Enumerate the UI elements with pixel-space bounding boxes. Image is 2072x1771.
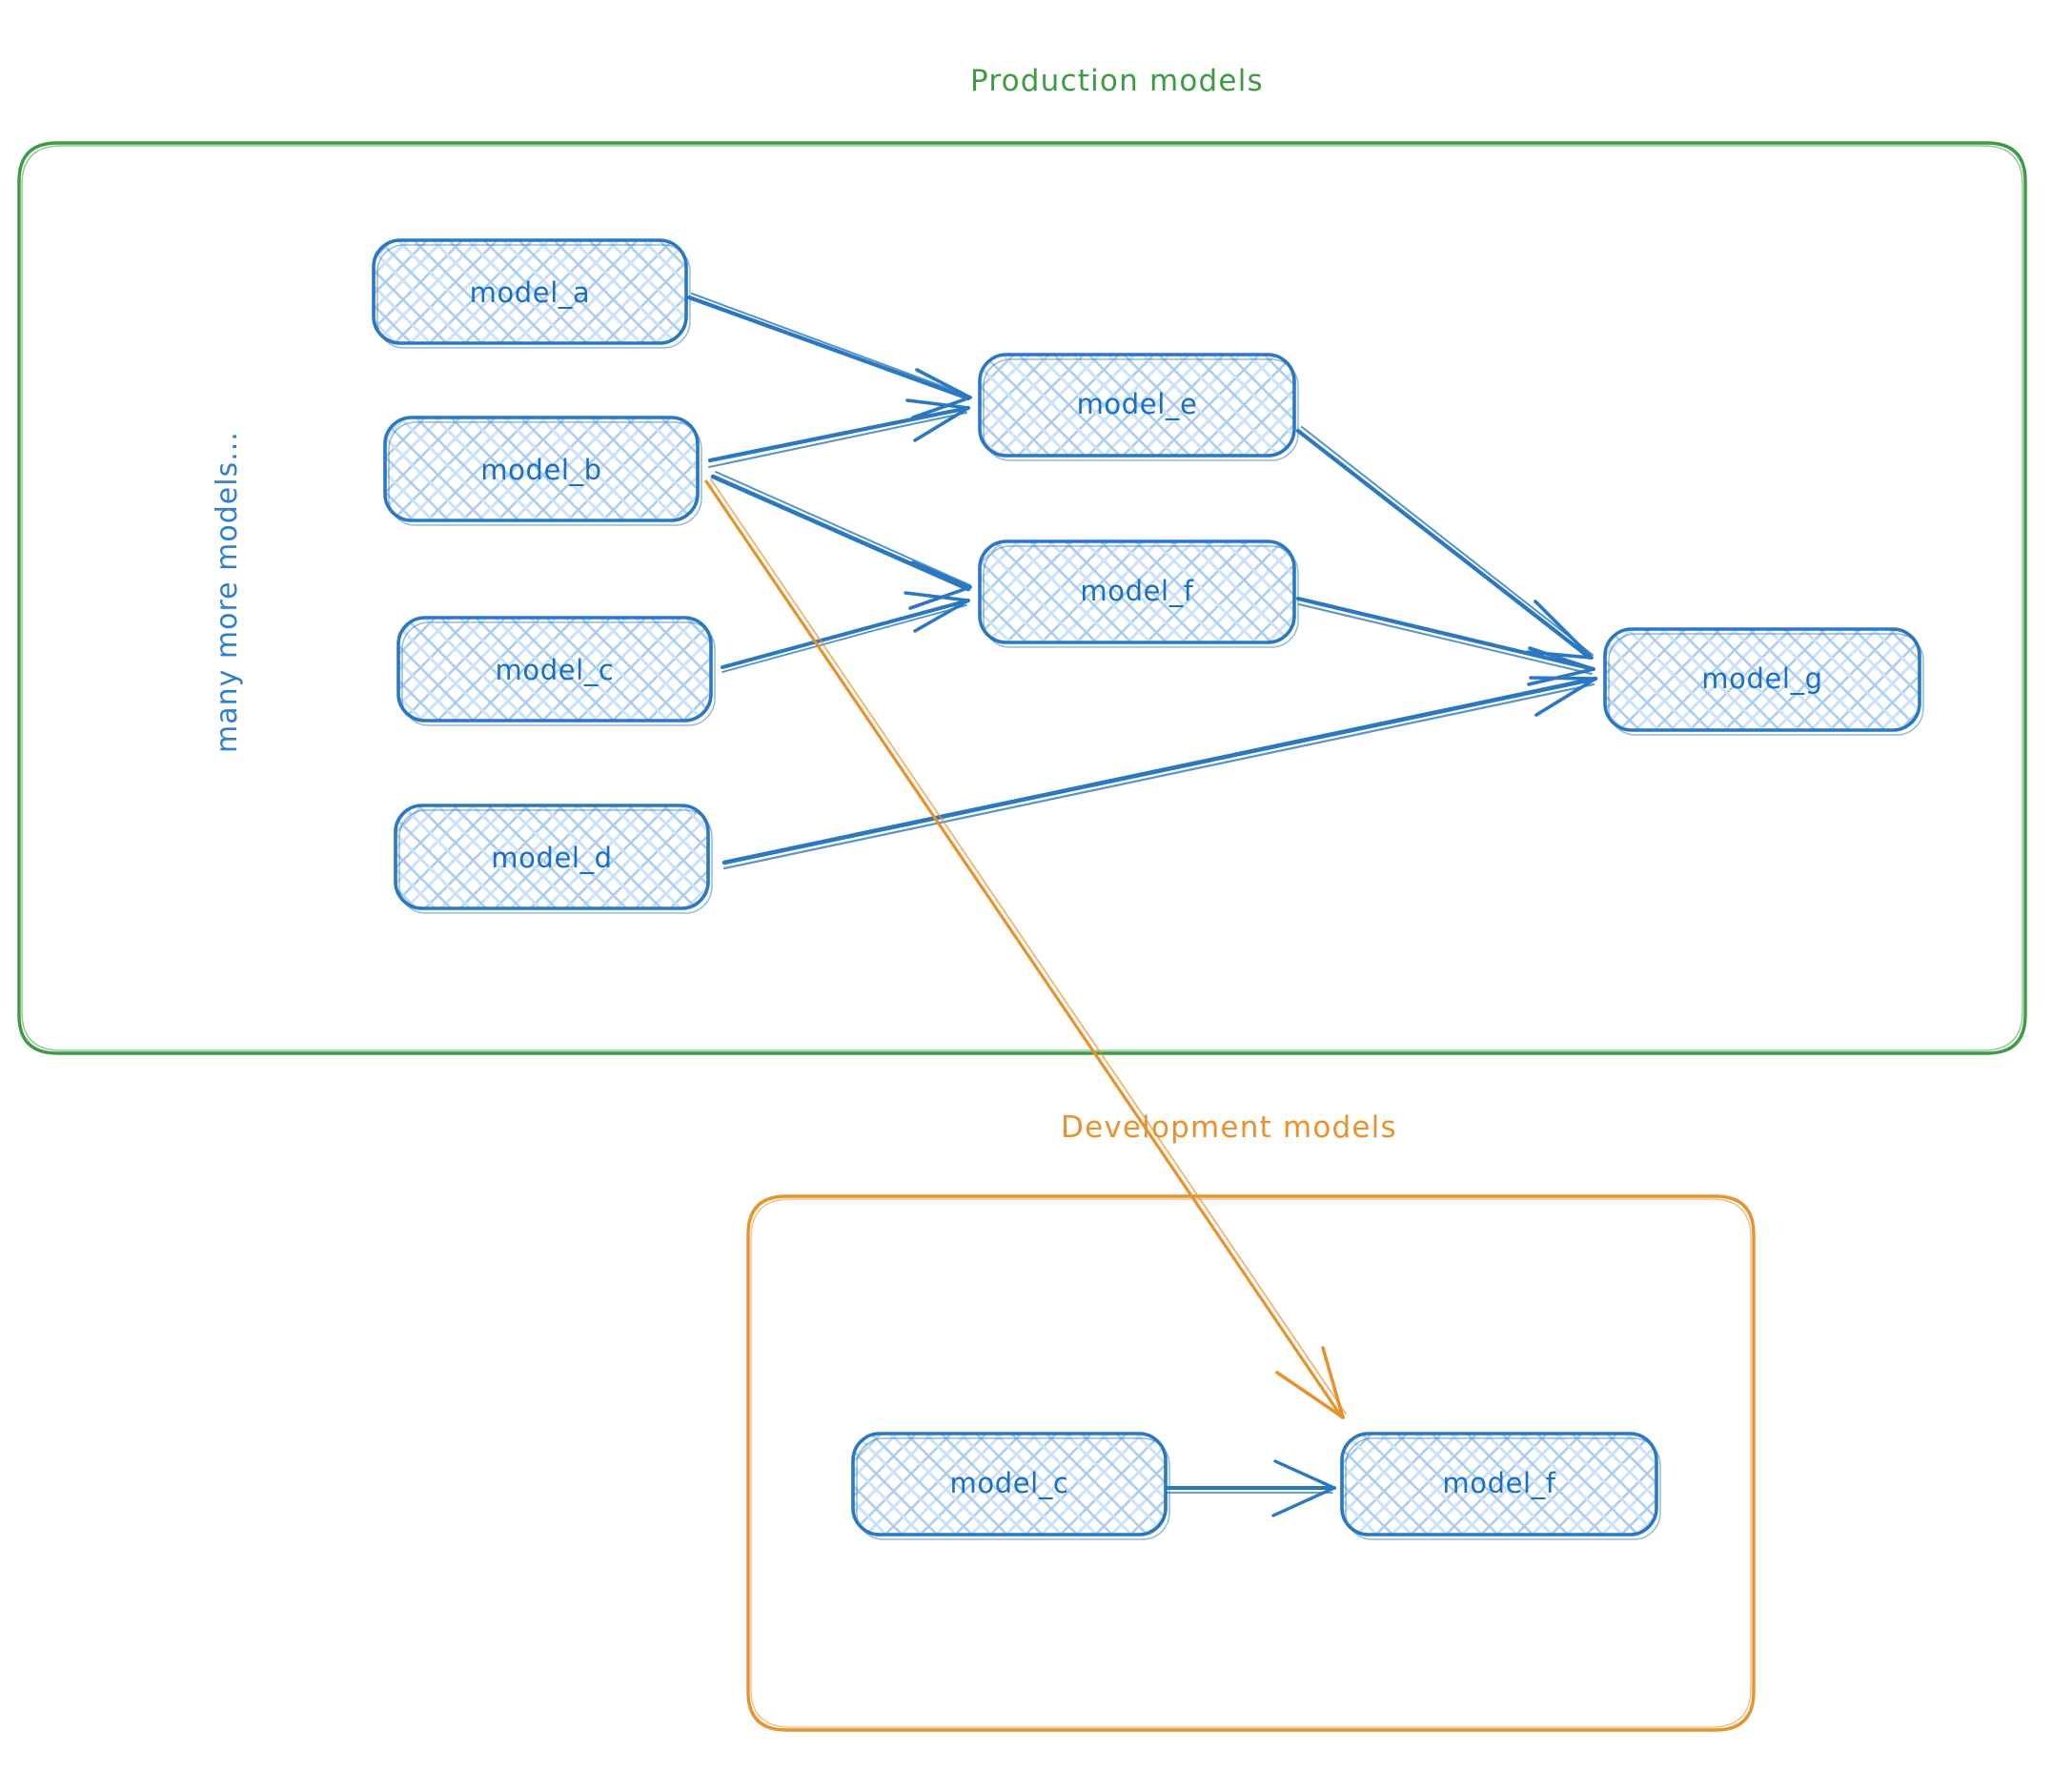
node-dev-model-f[interactable]: model_f <box>1340 1432 1661 1540</box>
many-more-models-note: many more models... <box>211 431 244 753</box>
node-model-e[interactable]: model_e <box>978 353 1299 461</box>
node-dev-model-f-label: model_f <box>1442 1467 1555 1499</box>
node-model-b-shape[interactable] <box>383 416 700 522</box>
edge-dev-model-c-to-dev-model-f <box>1163 1459 1336 1517</box>
node-dev-model-c-label: model_c <box>950 1467 1069 1499</box>
node-model-a[interactable]: model_a <box>372 238 691 349</box>
development-container-border <box>746 1194 1756 1732</box>
edge-model-f-to-model-g <box>1295 596 1596 686</box>
node-model-g-label: model_g <box>1701 662 1822 695</box>
edge-model-b-to-dev-model-f <box>704 478 1347 1419</box>
edge-model-c-to-model-f <box>721 591 970 673</box>
node-model-a-shape-sketch <box>376 244 691 349</box>
production-group-title: Production models <box>970 64 1264 98</box>
node-model-b[interactable]: model_b <box>383 416 702 526</box>
node-model-f-shape-sketch <box>983 545 1299 648</box>
node-model-e-shape[interactable] <box>978 353 1296 458</box>
node-dev-model-f-shape-sketch <box>1345 1437 1661 1540</box>
edge-model-e-to-model-g <box>1295 426 1594 661</box>
node-model-e-label: model_e <box>1077 388 1198 420</box>
development-container-border-sketch <box>750 1198 1752 1728</box>
node-model-f-label: model_f <box>1080 575 1193 607</box>
node-model-b-shape-sketch <box>388 421 702 526</box>
node-model-g-shape[interactable] <box>1603 627 1921 732</box>
node-model-a-label: model_a <box>470 276 591 309</box>
node-model-d[interactable]: model_d <box>394 804 713 914</box>
node-model-g[interactable]: model_g <box>1603 627 1924 736</box>
edge-model-d-to-model-g <box>721 676 1598 870</box>
node-dev-model-c-shape-sketch <box>856 1437 1170 1540</box>
development-group-title: Development models <box>1061 1110 1397 1145</box>
node-model-a-shape[interactable] <box>372 238 688 345</box>
node-model-c[interactable]: model_c <box>396 616 716 726</box>
node-model-c-shape-sketch <box>401 621 716 726</box>
node-model-f[interactable]: model_f <box>978 539 1299 648</box>
node-model-c-label: model_c <box>496 654 615 686</box>
edge-model-b-to-model-f <box>710 471 972 610</box>
node-model-c-shape[interactable] <box>396 616 713 723</box>
node-model-g-shape-sketch <box>1608 633 1924 736</box>
node-model-d-shape[interactable] <box>394 804 710 910</box>
node-dev-model-c[interactable]: model_c <box>851 1432 1170 1540</box>
edge-model-b-to-model-e <box>707 398 971 468</box>
production-container-border <box>17 141 2027 1055</box>
group-production <box>17 141 2027 1055</box>
node-dev-model-c-shape[interactable] <box>851 1432 1168 1537</box>
node-model-d-label: model_d <box>491 842 612 874</box>
group-development <box>746 1194 1756 1732</box>
node-model-f-shape[interactable] <box>978 539 1296 644</box>
node-model-e-shape-sketch <box>983 358 1299 461</box>
production-container-border-sketch <box>21 145 2023 1051</box>
node-dev-model-f-shape[interactable] <box>1340 1432 1658 1537</box>
edge-model-a-to-model-e <box>686 293 972 419</box>
node-model-d-shape-sketch <box>398 809 713 914</box>
node-model-b-label: model_b <box>480 454 601 486</box>
